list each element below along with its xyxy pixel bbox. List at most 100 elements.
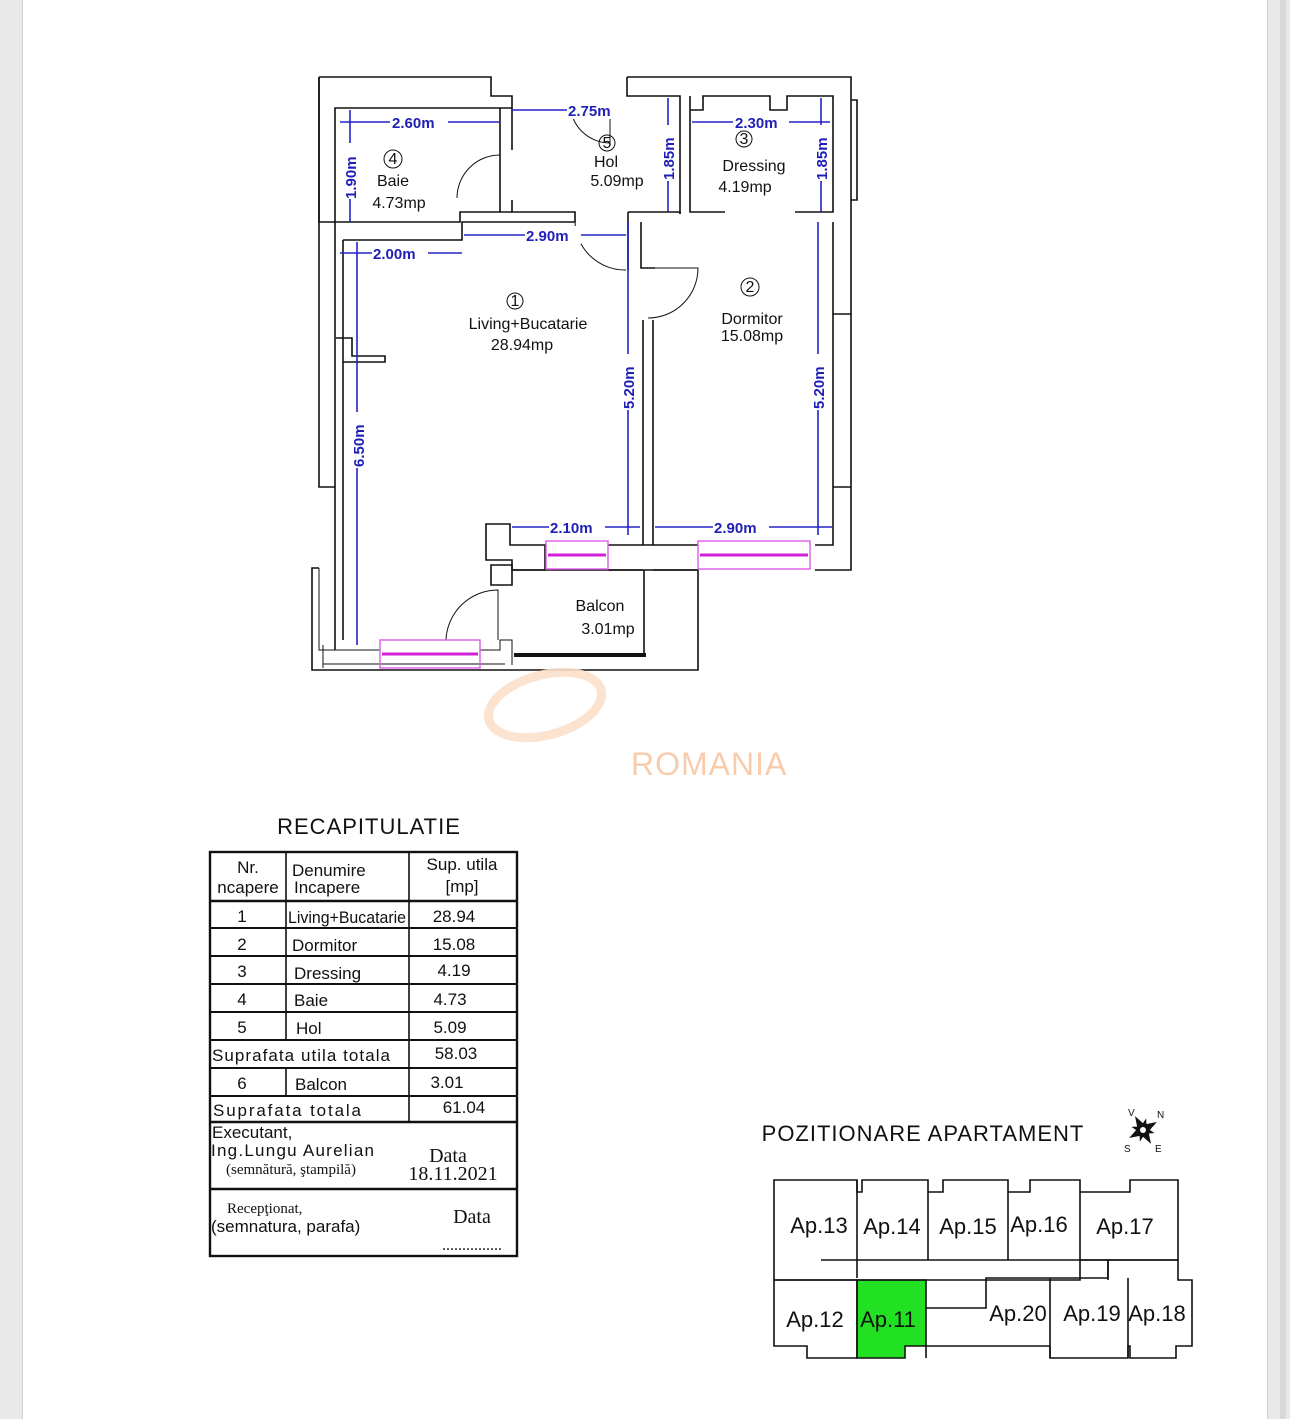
plan-dimension-labels: 2.60m 2.75m 2.30m 1.90m 1.85m 1.85m 2.00… xyxy=(341,101,831,537)
recap-executant-label: Executant, xyxy=(212,1123,292,1142)
wall-pier-small xyxy=(490,564,513,586)
recap-subtotal-label: Suprafata utila totala xyxy=(212,1046,391,1065)
wall-dormitor-door-jamb xyxy=(640,222,655,269)
recap-receptionat-date-label: Data xyxy=(453,1206,491,1228)
wall-window-piers-2 xyxy=(653,544,698,571)
room-area-balcon: 3.01mp xyxy=(581,621,634,638)
wall-balcony-pier xyxy=(485,523,546,571)
compass-icon: V N S E xyxy=(1124,1108,1164,1155)
room-name-balcon: Balcon xyxy=(576,598,625,615)
door-living xyxy=(574,221,627,271)
recap-executant-sign: (semnătură, ştampilă) xyxy=(226,1162,356,1178)
recap-row-name: Baie xyxy=(294,991,328,1010)
room-number-baie: 4 xyxy=(389,151,398,168)
window-living xyxy=(545,540,609,570)
wall-dressing-west xyxy=(689,96,725,213)
wall-baie-east xyxy=(499,108,512,213)
room-number-dormitor: 2 xyxy=(746,279,755,296)
recap-row-nr: 5 xyxy=(237,1018,246,1037)
plan-windows xyxy=(379,540,811,669)
dim-dormitor-h: 5.20m xyxy=(811,366,828,409)
dim-hol-h: 1.85m xyxy=(661,137,678,180)
apartment-label: Ap.16 xyxy=(1010,1212,1068,1237)
room-area-hol: 5.09mp xyxy=(590,173,643,190)
recap-table-text: Nr. ncapere Denumire Incapere Sup. utila… xyxy=(211,855,502,1254)
dim-baie-h: 1.90m xyxy=(343,156,360,199)
recap-row-nr: 3 xyxy=(237,962,246,981)
apartment-label: Ap.20 xyxy=(989,1301,1047,1326)
dim-baie-w: 2.60m xyxy=(392,115,435,132)
wall-hol-dressing xyxy=(626,77,681,214)
recap-row-value: 4.19 xyxy=(437,961,470,980)
recap-row-value: 15.08 xyxy=(433,935,476,954)
dim-dormitor-w: 2.90m xyxy=(714,520,757,537)
compass-s: S xyxy=(1124,1144,1131,1155)
recap-receptionat-sign: (semnatura, parafa) xyxy=(211,1217,360,1236)
wall-west-mark xyxy=(318,77,335,488)
recap-row-name: Balcon xyxy=(295,1075,347,1094)
apartment-label: Ap.14 xyxy=(863,1214,921,1239)
recap-row-name: Living+Bucatarie xyxy=(288,908,406,927)
compass-v: V xyxy=(1128,1108,1135,1119)
recap-row-value: 3.01 xyxy=(430,1073,463,1092)
recap-row-name: Dressing xyxy=(294,964,361,983)
recap-subtotal-value: 58.03 xyxy=(435,1044,478,1063)
dim-dressing-h: 1.85m xyxy=(814,137,831,180)
wall-hol-south xyxy=(628,211,681,214)
apartment-label: Ap.12 xyxy=(786,1307,844,1332)
door-baie xyxy=(456,154,501,199)
recap-receptionat-dots: ............... xyxy=(442,1237,502,1254)
wall-living-niche xyxy=(336,337,386,363)
wall-balcony-outline xyxy=(311,567,699,671)
wall-dressing-north xyxy=(690,95,834,213)
room-name-living: Living+Bucatarie xyxy=(469,316,588,333)
recap-row-nr: 2 xyxy=(237,935,246,954)
recap-header-nr: Nr. xyxy=(237,858,259,877)
apartment-label: Ap.19 xyxy=(1063,1301,1121,1326)
compass-n: N xyxy=(1157,1110,1164,1121)
room-number-circle xyxy=(598,134,616,152)
room-number-circle xyxy=(740,277,760,297)
recap-table xyxy=(208,850,519,1258)
wall-baie-south xyxy=(335,211,500,223)
recap-row-value: 28.94 xyxy=(433,907,476,926)
recap-header-sup: Sup. utila xyxy=(427,855,498,874)
window-living-south xyxy=(379,639,481,669)
recap-row-name: Hol xyxy=(296,1019,322,1038)
watermark-text: ROMANIA xyxy=(631,746,787,782)
dim-living-right-h: 5.20m xyxy=(621,366,638,409)
apartment-labels: Ap.13 Ap.14 Ap.15 Ap.16 Ap.17 Ap.12 Ap.1… xyxy=(786,1212,1186,1332)
apartment-label: Ap.17 xyxy=(1096,1214,1154,1239)
room-number-circle xyxy=(383,149,403,169)
room-number-hol: 5 xyxy=(603,135,612,152)
highlighted-apartment xyxy=(857,1280,926,1358)
room-name-baie: Baie xyxy=(377,173,409,190)
apartment-label: Ap.18 xyxy=(1128,1301,1186,1326)
wall-north-east xyxy=(627,76,852,571)
recap-row-name: Dormitor xyxy=(292,936,358,955)
room-area-dormitor: 15.08mp xyxy=(721,328,783,345)
recap-row-nr: 4 xyxy=(237,990,246,1009)
plan-walls xyxy=(311,76,858,671)
dim-living-top-a: 2.00m xyxy=(373,246,416,263)
window-dormitor xyxy=(697,540,811,570)
door-balcony xyxy=(445,589,499,641)
recap-executant-date: 18.11.2021 xyxy=(408,1163,497,1185)
room-number-circle xyxy=(506,292,524,310)
apartment-label: Ap.15 xyxy=(939,1214,997,1239)
watermark: ROMANIA xyxy=(483,667,787,782)
room-number-dressing: 3 xyxy=(740,131,749,148)
wall-dormitor-east xyxy=(815,222,834,546)
apartment-label-highlighted: Ap.11 xyxy=(860,1307,916,1332)
wall-east-pilaster xyxy=(851,99,858,201)
wall-living-south xyxy=(318,568,513,665)
recap-total-value: 61.04 xyxy=(443,1098,486,1117)
recap-row-value: 5.09 xyxy=(433,1018,466,1037)
wall-north-baie xyxy=(319,76,513,222)
dim-living-h: 6.50m xyxy=(351,424,368,467)
wall-west-outer xyxy=(318,77,336,650)
drawing-sheet xyxy=(22,0,1268,1419)
wall-east-marks xyxy=(833,313,851,488)
room-area-baie: 4.73mp xyxy=(372,195,425,212)
